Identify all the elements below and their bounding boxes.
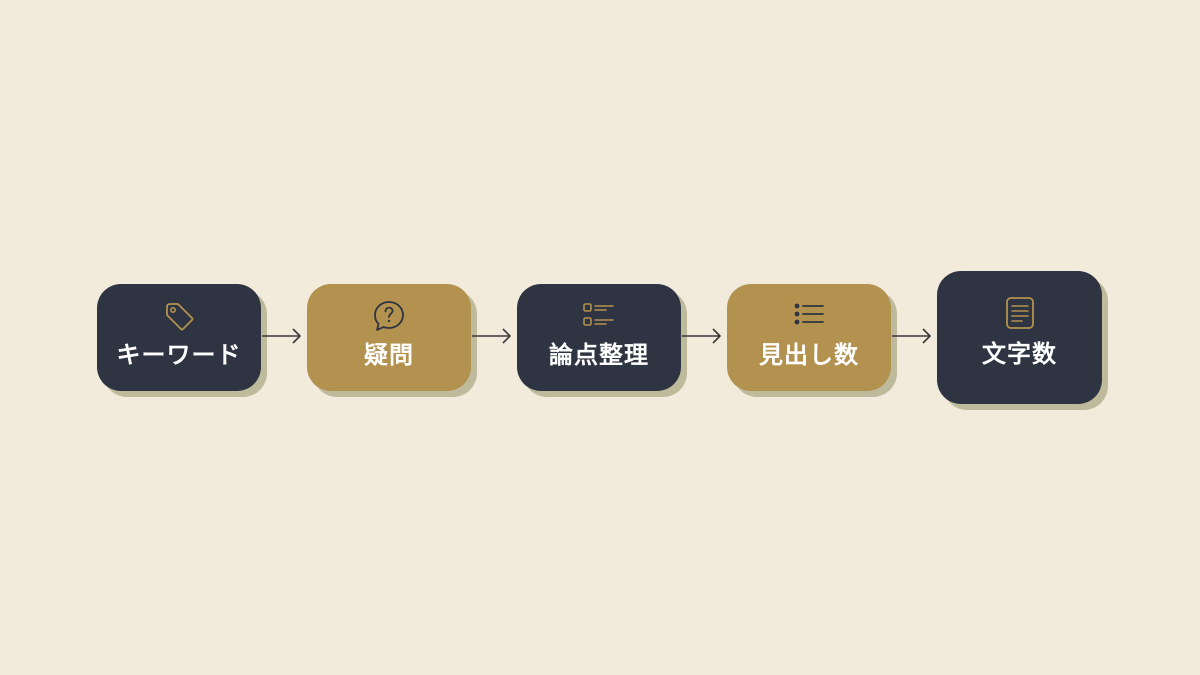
step-keyword: キーワード bbox=[97, 284, 261, 391]
question-bubble-icon bbox=[374, 301, 404, 331]
arrow-right-icon bbox=[892, 328, 931, 344]
step-character-count: 文字数 bbox=[937, 271, 1102, 404]
step-label: 文字数 bbox=[982, 340, 1057, 368]
document-icon bbox=[1005, 297, 1034, 329]
bullet-list-icon bbox=[794, 303, 824, 325]
step-issue-organize: 論点整理 bbox=[517, 284, 681, 391]
step-label: キーワード bbox=[116, 341, 242, 369]
step-label: 疑問 bbox=[364, 341, 414, 369]
checklist-icon bbox=[583, 303, 614, 326]
step-heading-count: 見出し数 bbox=[727, 284, 891, 391]
arrow-right-icon bbox=[262, 328, 301, 344]
step-label: 論点整理 bbox=[549, 341, 649, 369]
step-question: 疑問 bbox=[307, 284, 471, 391]
step-label: 見出し数 bbox=[759, 341, 859, 369]
arrow-right-icon bbox=[472, 328, 511, 344]
tag-icon bbox=[166, 303, 194, 331]
arrow-right-icon bbox=[682, 328, 721, 344]
